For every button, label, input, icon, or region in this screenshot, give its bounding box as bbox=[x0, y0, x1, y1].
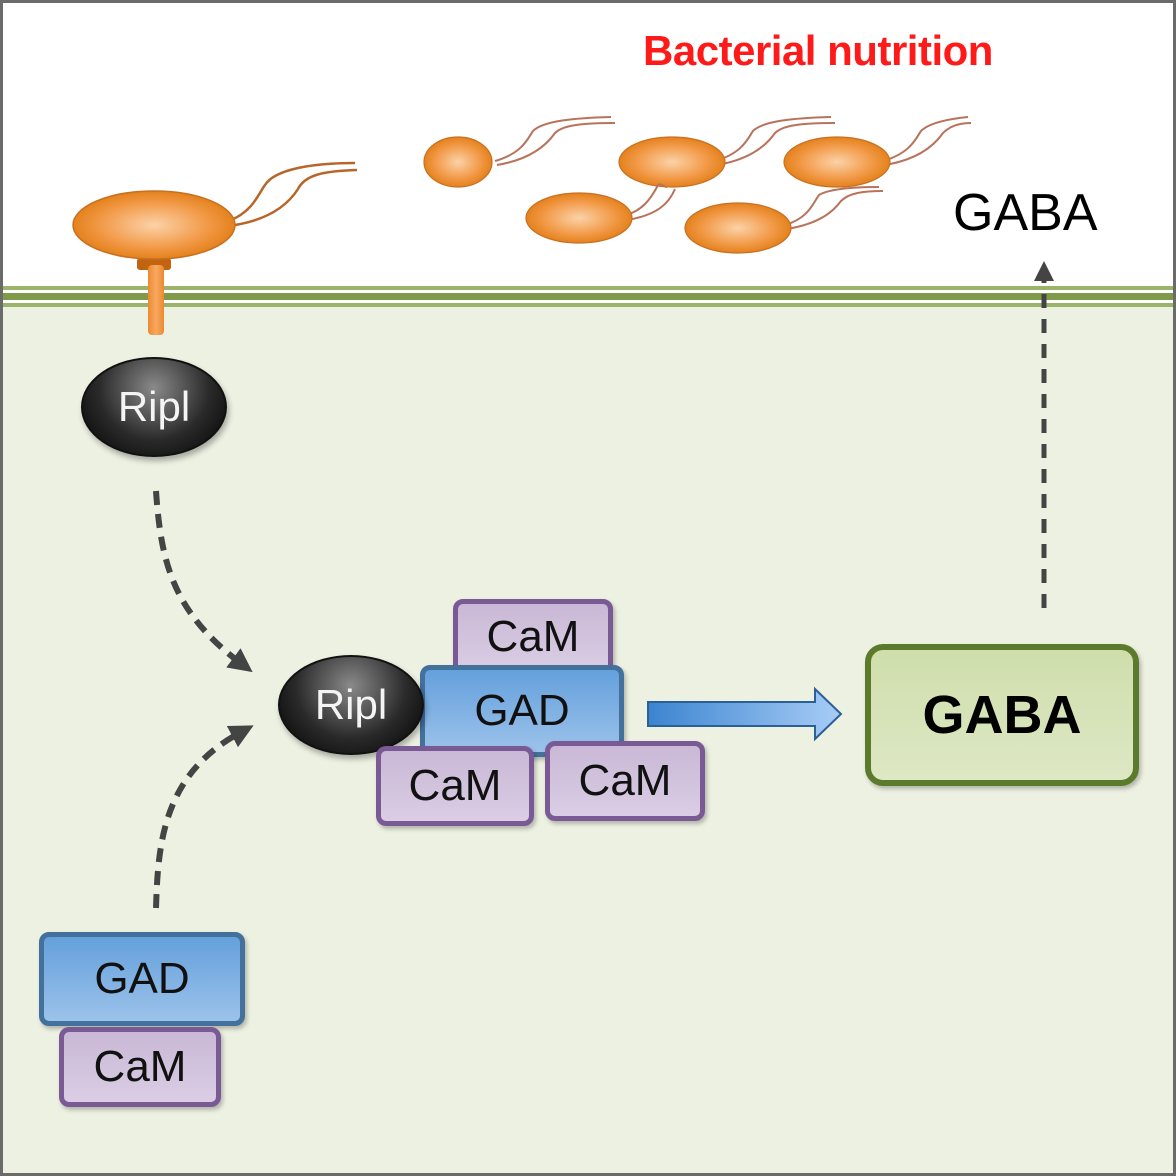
bacteria-cluster bbox=[423, 116, 972, 254]
gad-label: GAD bbox=[474, 686, 570, 735]
secreted-gaba-label: GABA bbox=[953, 184, 1098, 242]
bacterium bbox=[423, 116, 616, 188]
bacterium bbox=[618, 116, 836, 188]
arrow-gad-to-gaba bbox=[647, 686, 843, 742]
diagram-art bbox=[3, 116, 1173, 909]
cam-label: CaM bbox=[93, 1042, 187, 1091]
gad-label: GAD bbox=[94, 954, 190, 1003]
bacterium bbox=[684, 186, 884, 254]
cell-membrane bbox=[3, 286, 1173, 307]
arrow-ripl-to-complex bbox=[153, 490, 253, 673]
gaba-label: GABA bbox=[922, 685, 1082, 745]
bacterial-nutrition-title: Bacterial nutrition bbox=[643, 27, 993, 74]
bacterium bbox=[525, 183, 676, 244]
cam-bottom-right-node: CaM bbox=[545, 741, 705, 821]
ripl-membrane-node: Ripl bbox=[81, 357, 227, 457]
cam-free-node: CaM bbox=[59, 1027, 221, 1107]
ripl-complex-node: Ripl bbox=[278, 655, 424, 755]
cam-bottom-left-node: CaM bbox=[376, 746, 534, 826]
arrow-gad-to-complex bbox=[153, 725, 254, 909]
bacterium-anchored bbox=[72, 161, 358, 335]
gad-free-node: GAD bbox=[39, 932, 245, 1026]
gaba-product-node: GABA bbox=[865, 644, 1139, 786]
ripl-label: Ripl bbox=[314, 681, 388, 728]
cam-label: CaM bbox=[578, 756, 672, 805]
cam-label: CaM bbox=[486, 612, 580, 661]
cam-label: CaM bbox=[408, 761, 502, 810]
ripl-label: Ripl bbox=[117, 383, 191, 430]
cam-top-node: CaM bbox=[453, 599, 613, 675]
bacterium bbox=[783, 116, 972, 188]
